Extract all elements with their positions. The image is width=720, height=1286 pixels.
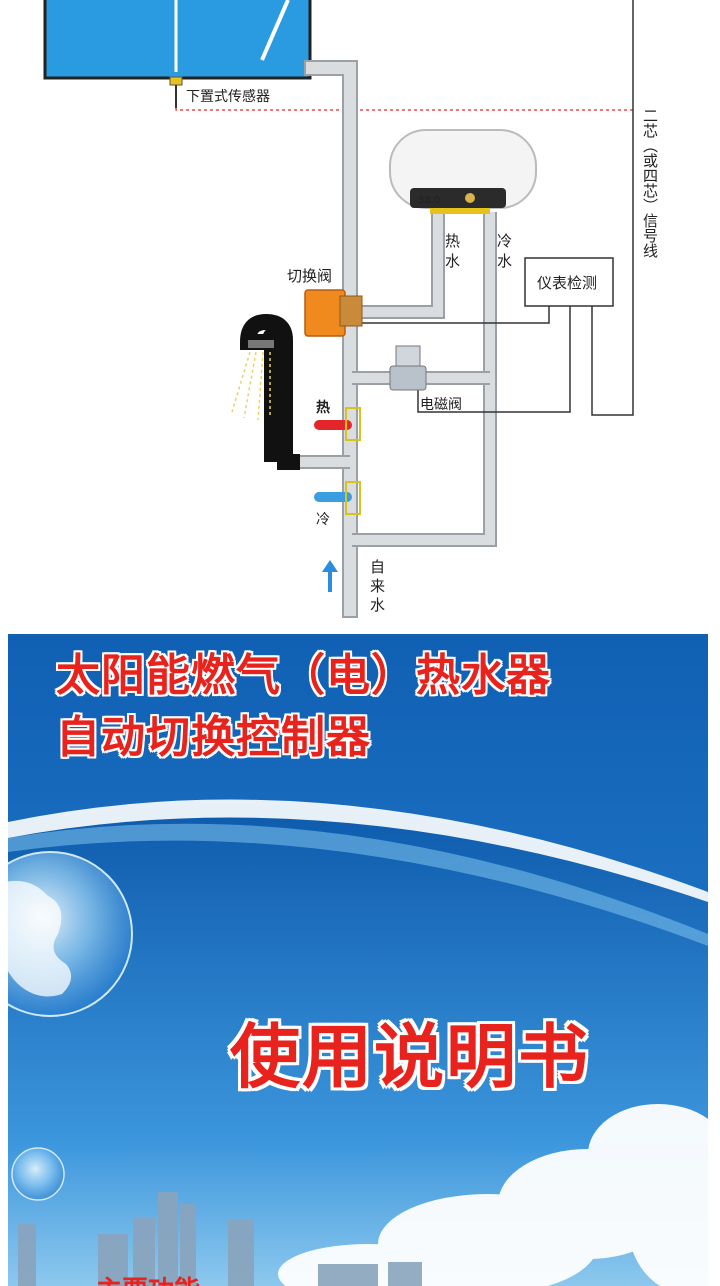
hot-pipe — [352, 212, 445, 319]
meter-label: 仪表检测 — [537, 274, 597, 292]
swoosh — [8, 799, 708, 902]
clouds — [278, 1104, 708, 1286]
sensor-icon — [169, 76, 183, 86]
main-pipe — [304, 60, 358, 618]
shower-icon — [231, 313, 300, 470]
cold-valve — [345, 481, 361, 515]
manual-title: 使用说明书 — [230, 1016, 590, 1098]
meter-box — [524, 257, 614, 307]
cold-water-label: 冷 — [497, 232, 512, 250]
signal-wire — [570, 0, 634, 416]
cold-label: 冷 — [316, 512, 330, 528]
svg-text:水: 水 — [370, 596, 385, 614]
cover-background — [8, 634, 708, 1286]
cold-pipe — [352, 212, 497, 547]
tank-rod — [260, 0, 290, 61]
signal-line — [175, 108, 633, 111]
cover-title-line1: 太阳能燃气（电）热水器 — [56, 650, 551, 701]
hot-water-label: 热 — [445, 232, 460, 250]
svg-text:水: 水 — [497, 252, 512, 270]
switch-valve-icon — [304, 289, 346, 337]
cold-tap-icon — [314, 492, 352, 502]
manual-cover: 太阳能燃气（电）热水器 自动切换控制器 使用说明书 主要功能 — [8, 634, 708, 1286]
meter-wire — [417, 306, 571, 413]
tap-water-label: 自 — [370, 558, 385, 576]
hot-valve — [345, 407, 361, 441]
sensor-label: 下置式传感器 — [186, 88, 270, 105]
svg-text:水: 水 — [445, 252, 460, 270]
solenoid-valve-label: 电磁阀 — [420, 397, 462, 413]
meter-wire — [360, 306, 550, 324]
city-skyline — [18, 1192, 422, 1286]
globe-icon — [8, 851, 133, 1017]
features-heading: 主要功能 — [96, 1270, 200, 1286]
hot-tap-icon — [314, 420, 352, 430]
water-heater: 38.0 — [389, 129, 537, 214]
signal-wire-label: 二芯（或四芯）信号线 — [641, 108, 659, 258]
cover-title-line2: 自动切换控制器 — [56, 712, 371, 763]
plumbing-diagram: 下置式传感器 二芯（或四芯）信号线 38.0 热 水 冷 水 仪表检测 — [43, 0, 659, 618]
svg-text:来: 来 — [370, 577, 385, 595]
bubble-icon — [11, 1147, 65, 1201]
solenoid-valve-icon — [389, 345, 427, 391]
heater-display: 38.0 — [418, 195, 440, 206]
hot-label: 热 — [316, 399, 330, 416]
switch-valve-label: 切换阀 — [287, 267, 332, 285]
